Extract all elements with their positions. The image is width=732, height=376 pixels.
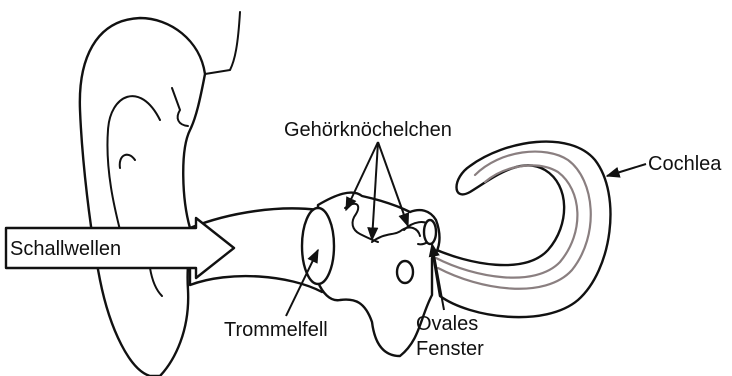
cochlea-pointer [607,164,646,176]
pinna [80,12,240,376]
label-ossicles: Gehörknöchelchen [284,119,452,141]
label-sound-waves: Schallwellen [10,238,121,260]
label-oval-window-line1: Ovales [416,313,478,335]
oval-window [424,220,436,244]
round-window [397,261,413,283]
label-oval-window-line2: Fenster [416,338,484,360]
label-eardrum: Trommelfell [224,319,328,341]
label-cochlea: Cochlea [648,153,722,175]
pinna-outline [80,18,205,376]
cochlea [432,142,610,318]
cochlea-outline [432,142,610,318]
